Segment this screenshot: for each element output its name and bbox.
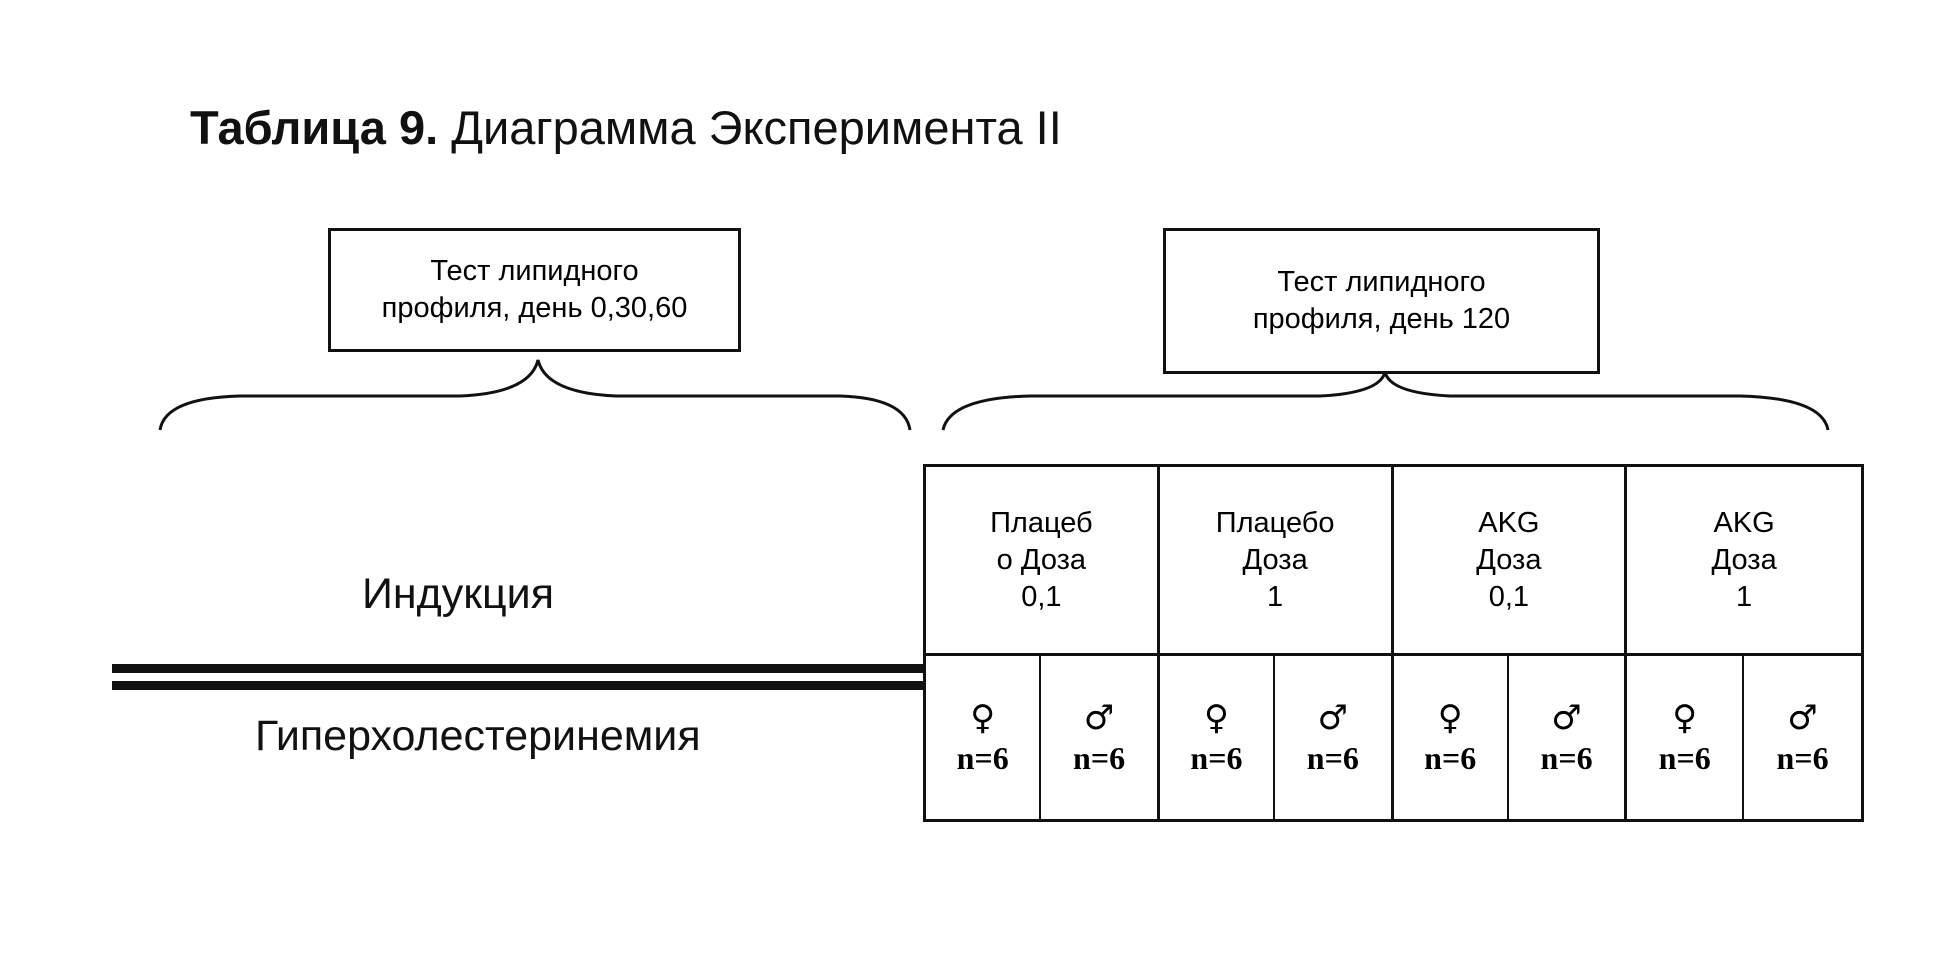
title-rest: Диаграмма Эксперимента II [438,101,1062,154]
male-icon: ♂ [1551,698,1581,738]
group-header-akg-1: AKG Доза 1 [1627,467,1861,656]
sex-pair-akg-0-1: ♀ n=6 ♂ n=6 [1394,656,1628,819]
n-value: n=6 [1073,738,1125,778]
female-icon: ♀ [1438,698,1463,738]
female-icon: ♀ [1672,698,1697,738]
n-value: n=6 [1307,738,1359,778]
group-header-placebo-1: Плацебо Доза 1 [1160,467,1394,656]
timeline-line-bottom [112,681,924,690]
sex-pair-placebo-1: ♀ n=6 ♂ n=6 [1160,656,1394,819]
male-icon: ♂ [1318,698,1348,738]
n-value: n=6 [1541,738,1593,778]
male-icon: ♂ [1084,698,1114,738]
male-cell: ♂ n=6 [1509,656,1624,819]
group-header-akg-0-1: AKG Доза 0,1 [1394,467,1628,656]
female-cell: ♀ n=6 [1627,656,1744,819]
female-icon: ♀ [970,698,995,738]
n-value: n=6 [1659,738,1711,778]
sex-pair-akg-1: ♀ n=6 ♂ n=6 [1627,656,1861,819]
female-cell: ♀ n=6 [1160,656,1275,819]
lipid-test-box-left: Тест липидного профиля, день 0,30,60 [328,228,741,352]
page-title: Таблица 9. Диаграмма Эксперимента II [190,100,1062,155]
female-cell: ♀ n=6 [926,656,1041,819]
title-bold: Таблица 9. [190,101,438,154]
group-label: AKG Доза 0,1 [1476,505,1541,616]
group-header-placebo-0-1: Плацеб о Доза 0,1 [926,467,1160,656]
n-value: n=6 [1424,738,1476,778]
male-cell: ♂ n=6 [1041,656,1156,819]
hypercholesterolemia-label: Гиперхолестеринемия [255,712,701,761]
male-cell: ♂ n=6 [1275,656,1390,819]
male-icon: ♂ [1787,698,1817,738]
left-brace [160,360,910,430]
lipid-test-right-text: Тест липидного профиля, день 120 [1253,264,1510,338]
n-value: n=6 [1777,738,1829,778]
groups-table: Плацеб о Доза 0,1 Плацебо Доза 1 AKG Доз… [923,464,1864,822]
sex-pair-placebo-0-1: ♀ n=6 ♂ n=6 [926,656,1160,819]
n-value: n=6 [1190,738,1242,778]
n-value: n=6 [957,738,1009,778]
induction-label: Индукция [362,570,554,619]
female-icon: ♀ [1204,698,1229,738]
lipid-test-left-text: Тест липидного профиля, день 0,30,60 [382,253,688,327]
male-cell: ♂ n=6 [1744,656,1861,819]
group-label: Плацеб о Доза 0,1 [990,505,1093,616]
group-label: Плацебо Доза 1 [1216,505,1335,616]
female-cell: ♀ n=6 [1394,656,1509,819]
right-brace [943,372,1828,430]
group-label: AKG Доза 1 [1712,505,1777,616]
timeline-line-top [112,664,924,673]
lipid-test-box-right: Тест липидного профиля, день 120 [1163,228,1600,374]
